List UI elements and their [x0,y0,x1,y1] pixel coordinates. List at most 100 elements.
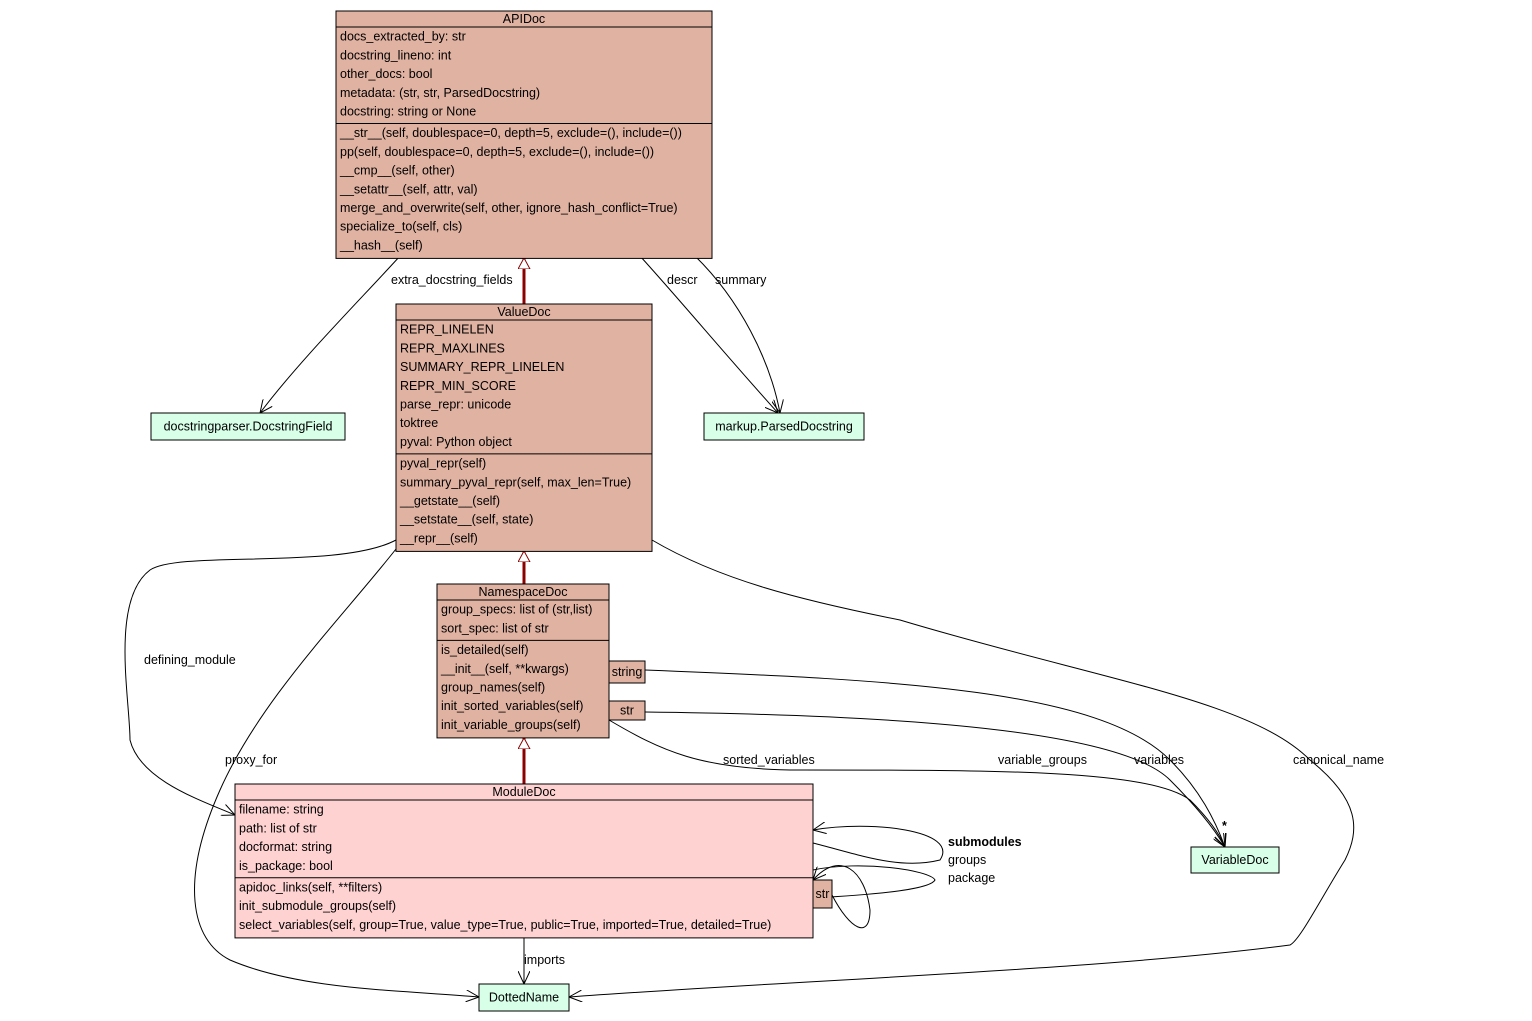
attribute: parse_repr: unicode [400,398,511,412]
method: specialize_to(self, cls) [340,220,462,234]
edge-defining-module [124,539,397,815]
method: __hash__(self) [339,238,423,252]
attribute: docstring_lineno: int [340,48,452,62]
external-class-parseddocstring[interactable]: markup.ParsedDocstring [703,412,865,441]
class-name: ModuleDoc [492,785,555,799]
method: __setattr__(self, attr, val) [339,182,478,196]
attribute: is_package: bool [239,859,333,873]
method: __init__(self, **kwargs) [440,662,569,676]
class-box [703,412,865,441]
class-box [234,783,814,939]
label-sorted-variables: sorted_variables [723,753,815,767]
attribute: REPR_LINELEN [400,323,494,337]
qualifier-ns_str: str [608,700,646,721]
label-canonical-name: canonical_name [1293,753,1384,767]
method: __str__(self, doublespace=0, depth=5, ex… [339,126,682,140]
label-proxy-for: proxy_for [225,753,277,767]
edge-package [813,865,871,929]
method: merge_and_overwrite(self, other, ignore_… [340,201,678,215]
attribute: REPR_MAXLINES [400,341,505,355]
class-name: NamespaceDoc [479,585,568,599]
attribute: toktree [400,416,438,430]
external-class-variabledoc[interactable]: VariableDoc [1190,846,1280,874]
attribute: docs_extracted_by: str [340,30,466,44]
qualifier-label: str [620,704,634,718]
label-variables: variables [1134,753,1184,767]
external-class-dottedname[interactable]: DottedName [478,983,570,1012]
external-class-docstringfield[interactable]: docstringparser.DocstringField [150,412,346,441]
method: __getstate__(self) [399,494,500,508]
method: init_sorted_variables(self) [441,699,583,713]
method: __repr__(self) [399,531,478,545]
qualifier-label: str [816,887,830,901]
qualifier-box [812,879,833,909]
method: pp(self, doublespace=0, depth=5, exclude… [340,145,654,159]
edge-variable-groups [644,711,1225,847]
attribute: REPR_MIN_SCORE [400,379,516,393]
label-imports: imports [524,953,565,967]
qualifier-label: string [612,665,643,679]
label-submodules: submodules [948,835,1022,849]
label-descr: descr [667,273,698,287]
edge-canonical-name [569,539,1355,997]
attribute: pyval: Python object [400,435,512,449]
class-box [436,583,610,739]
class-box [478,983,570,1012]
label-groups: groups [948,853,986,867]
attribute: other_docs: bool [340,67,432,81]
class-name: docstringparser.DocstringField [164,420,333,434]
attribute: SUMMARY_REPR_LINELEN [400,360,564,374]
class-box [335,10,713,259]
edge-labels: extra_docstring_fields descr summary def… [144,273,1384,967]
method: group_names(self) [441,681,545,695]
attribute: path: list of str [239,821,317,835]
label-extra-docstring-fields: extra_docstring_fields [391,273,513,287]
method: is_detailed(self) [441,643,529,657]
class-name: DottedName [489,991,559,1005]
class-box [395,303,653,552]
method: __cmp__(self, other) [339,164,455,178]
edge-sorted-variables [608,719,1225,847]
edge-groups [813,865,936,898]
class-name: APIDoc [503,12,545,26]
method: init_submodule_groups(self) [239,899,396,913]
method: init_variable_groups(self) [441,718,581,732]
qualifier-box [608,700,646,721]
method: select_variables(self, group=True, value… [239,918,771,932]
edge-extra-docstring-fields [260,255,401,413]
attribute: group_specs: list of (str,list) [441,603,592,617]
attribute: sort_spec: list of str [441,621,549,635]
method: __setstate__(self, state) [399,513,533,527]
edge-variables [644,669,1225,847]
method: pyval_repr(self) [400,457,486,471]
qualifier-ns_string: string [608,660,646,684]
edge-descr [639,255,778,413]
label-variable-groups: variable_groups [998,753,1087,767]
class-apidoc[interactable]: APIDoc docs_extracted_by: str docstring_li… [335,10,713,259]
method: summary_pyval_repr(self, max_len=True) [400,475,631,489]
class-moduledoc[interactable]: ModuleDoc filename: string path: list of s… [234,783,814,939]
label-defining-module: defining_module [144,653,236,667]
multiplicity-star: * [1222,819,1227,833]
attribute: metadata: (str, str, ParsedDocstring) [340,86,540,100]
class-namespacedoc[interactable]: NamespaceDoc group_specs: list of (str,li… [436,583,610,739]
attribute: docstring: string or None [340,105,476,119]
class-name: ValueDoc [497,305,550,319]
class-name: markup.ParsedDocstring [715,420,853,434]
attribute: filename: string [239,803,324,817]
class-box [1190,846,1280,874]
class-box [150,412,346,441]
class-name: VariableDoc [1201,853,1268,867]
method: apidoc_links(self, **filters) [239,881,382,895]
edges [124,255,1355,997]
qualifier-box [608,660,646,684]
attribute: docformat: string [239,840,332,854]
qualifier-mod_str: str [812,879,833,909]
edge-proxy-for [194,548,479,997]
label-package: package [948,871,995,885]
label-summary: summary [715,273,767,287]
edge-summary [694,255,780,413]
edge-submodules [813,826,944,864]
